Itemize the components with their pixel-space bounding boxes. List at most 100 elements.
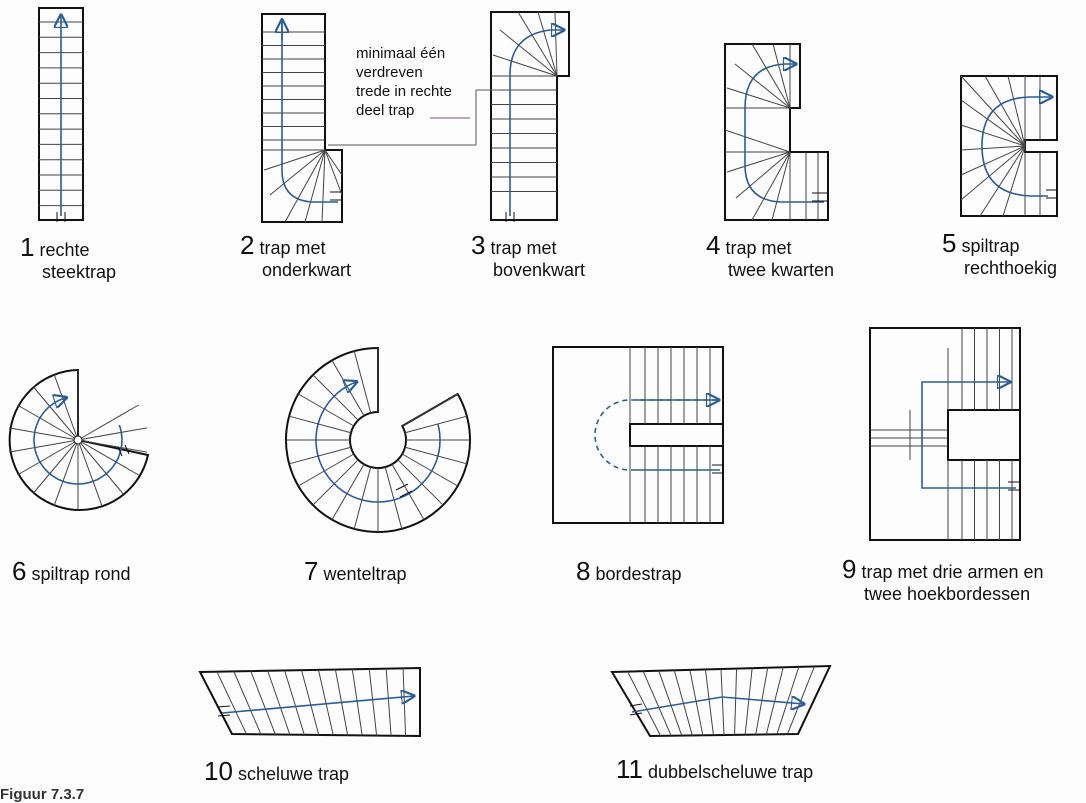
caption-6: 6 spiltrap rond xyxy=(12,558,131,585)
tread-line xyxy=(353,351,372,414)
tread-line xyxy=(77,427,148,441)
caption-line: trap met xyxy=(490,238,557,258)
caption-line: onderkwart xyxy=(262,260,352,280)
annotation-line: deel trap xyxy=(356,102,415,119)
tread-line xyxy=(404,446,467,465)
caption-8: 8 bordestrap xyxy=(576,558,682,585)
caption-number: 7 xyxy=(304,556,319,586)
caption-line: twee kwarten xyxy=(728,260,835,280)
tread-line xyxy=(77,404,139,441)
caption-number: 2 xyxy=(240,230,255,260)
caption-line: bordestrap xyxy=(595,564,682,584)
tread-line xyxy=(401,393,458,427)
tread-line xyxy=(77,439,139,476)
caption-3: 3 trap met bovenkwart xyxy=(471,232,586,281)
caption-number: 5 xyxy=(942,228,957,258)
caption-number: 9 xyxy=(842,554,857,584)
tread-line xyxy=(401,453,458,487)
tread-line xyxy=(734,668,738,735)
caption-line: steektrap xyxy=(42,262,117,282)
diagram-9-three-flights xyxy=(869,327,1021,541)
tread-line xyxy=(53,439,79,506)
diagram-8-landing xyxy=(552,346,724,524)
caption-5: 5 spiltrap rechthoekig xyxy=(942,230,1058,279)
tread-line xyxy=(689,669,704,736)
diagram-10-skew xyxy=(198,666,421,738)
tread-line xyxy=(77,439,148,453)
caption-11: 11 dubbelscheluwe trap xyxy=(616,756,814,783)
diagram-4-two-quarters xyxy=(724,43,829,221)
caption-number: 6 xyxy=(12,556,27,586)
diagram-6-round-newel xyxy=(8,368,150,511)
tread-line xyxy=(642,670,672,736)
tread-line xyxy=(658,670,683,736)
annotation-line: verdreven xyxy=(356,64,423,81)
diagram-5-rectangular-newel xyxy=(960,75,1058,217)
tread-line xyxy=(704,669,714,736)
caption-line: trap met xyxy=(725,238,792,258)
tread-line xyxy=(32,439,79,494)
caption-7: 7 wenteltrap xyxy=(304,558,407,585)
tread-line xyxy=(267,670,291,735)
caption-2: 2 trap met onderkwart xyxy=(240,232,352,281)
figure-label: Figuur 7.3.7 xyxy=(0,786,85,803)
tread-line xyxy=(397,459,444,506)
tread-line xyxy=(351,669,363,736)
diagram-1-straight-stair xyxy=(38,7,84,222)
caption-line: spiltrap rond xyxy=(31,564,131,584)
tread-line xyxy=(77,439,124,494)
diagram-2-quarter-bottom xyxy=(261,13,343,223)
caption-line: bovenkwart xyxy=(493,260,586,280)
caption-line: twee hoekbordessen xyxy=(864,584,1031,604)
tread-line xyxy=(385,668,392,736)
caption-number: 10 xyxy=(204,756,233,786)
tread-line xyxy=(301,670,320,736)
caption-line: rechte xyxy=(39,240,90,260)
tread-line xyxy=(391,463,425,520)
annotation-line: trede in rechte xyxy=(356,83,452,100)
tread-line xyxy=(53,374,79,441)
caption-line: trap met xyxy=(259,238,326,258)
caption-number: 3 xyxy=(471,230,486,260)
caption-9: 9 trap met drie armen en twee hoekbordes… xyxy=(842,556,1044,605)
tread-line xyxy=(404,415,467,434)
annotation-leaders xyxy=(328,89,500,146)
caption-line: spiltrap xyxy=(961,236,1020,256)
tread-line xyxy=(289,446,352,465)
tread-line xyxy=(776,666,800,735)
tread-line xyxy=(284,670,305,735)
caption-number: 11 xyxy=(616,754,643,784)
tread-line xyxy=(353,466,372,529)
caption-line: wenteltrap xyxy=(323,564,407,584)
caption-4: 4 trap met twee kwarten xyxy=(706,232,835,281)
tread-line xyxy=(786,666,815,735)
tread-line xyxy=(744,668,753,735)
caption-10: 10 scheluwe trap xyxy=(204,758,349,785)
tread-line xyxy=(216,671,247,735)
caption-number: 1 xyxy=(20,232,35,262)
diagram-11-double-skew xyxy=(610,664,832,738)
caption-number: 4 xyxy=(706,230,721,260)
tread-line xyxy=(627,671,662,737)
tread-line xyxy=(289,415,352,434)
diagram-7-spiral xyxy=(285,346,471,533)
tread-line xyxy=(317,669,334,736)
tread-line xyxy=(250,670,276,735)
tread-line xyxy=(8,439,79,453)
tread-line xyxy=(384,466,403,529)
tread-line xyxy=(312,374,359,421)
annotation-line: minimaal één xyxy=(356,45,446,62)
tread-line xyxy=(298,393,355,427)
tread-line xyxy=(720,668,725,736)
caption-line: rechthoekig xyxy=(964,258,1058,278)
tread-line xyxy=(17,439,79,476)
tread-line xyxy=(298,453,355,487)
tread-line xyxy=(331,463,365,520)
diagram-3-quarter-top xyxy=(490,11,570,222)
tread-line xyxy=(233,671,262,735)
caption-number: 8 xyxy=(576,556,591,586)
caption-line: dubbelscheluwe trap xyxy=(648,762,814,782)
caption-line: trap met drie armen en xyxy=(861,562,1044,582)
tread-line xyxy=(402,668,407,736)
